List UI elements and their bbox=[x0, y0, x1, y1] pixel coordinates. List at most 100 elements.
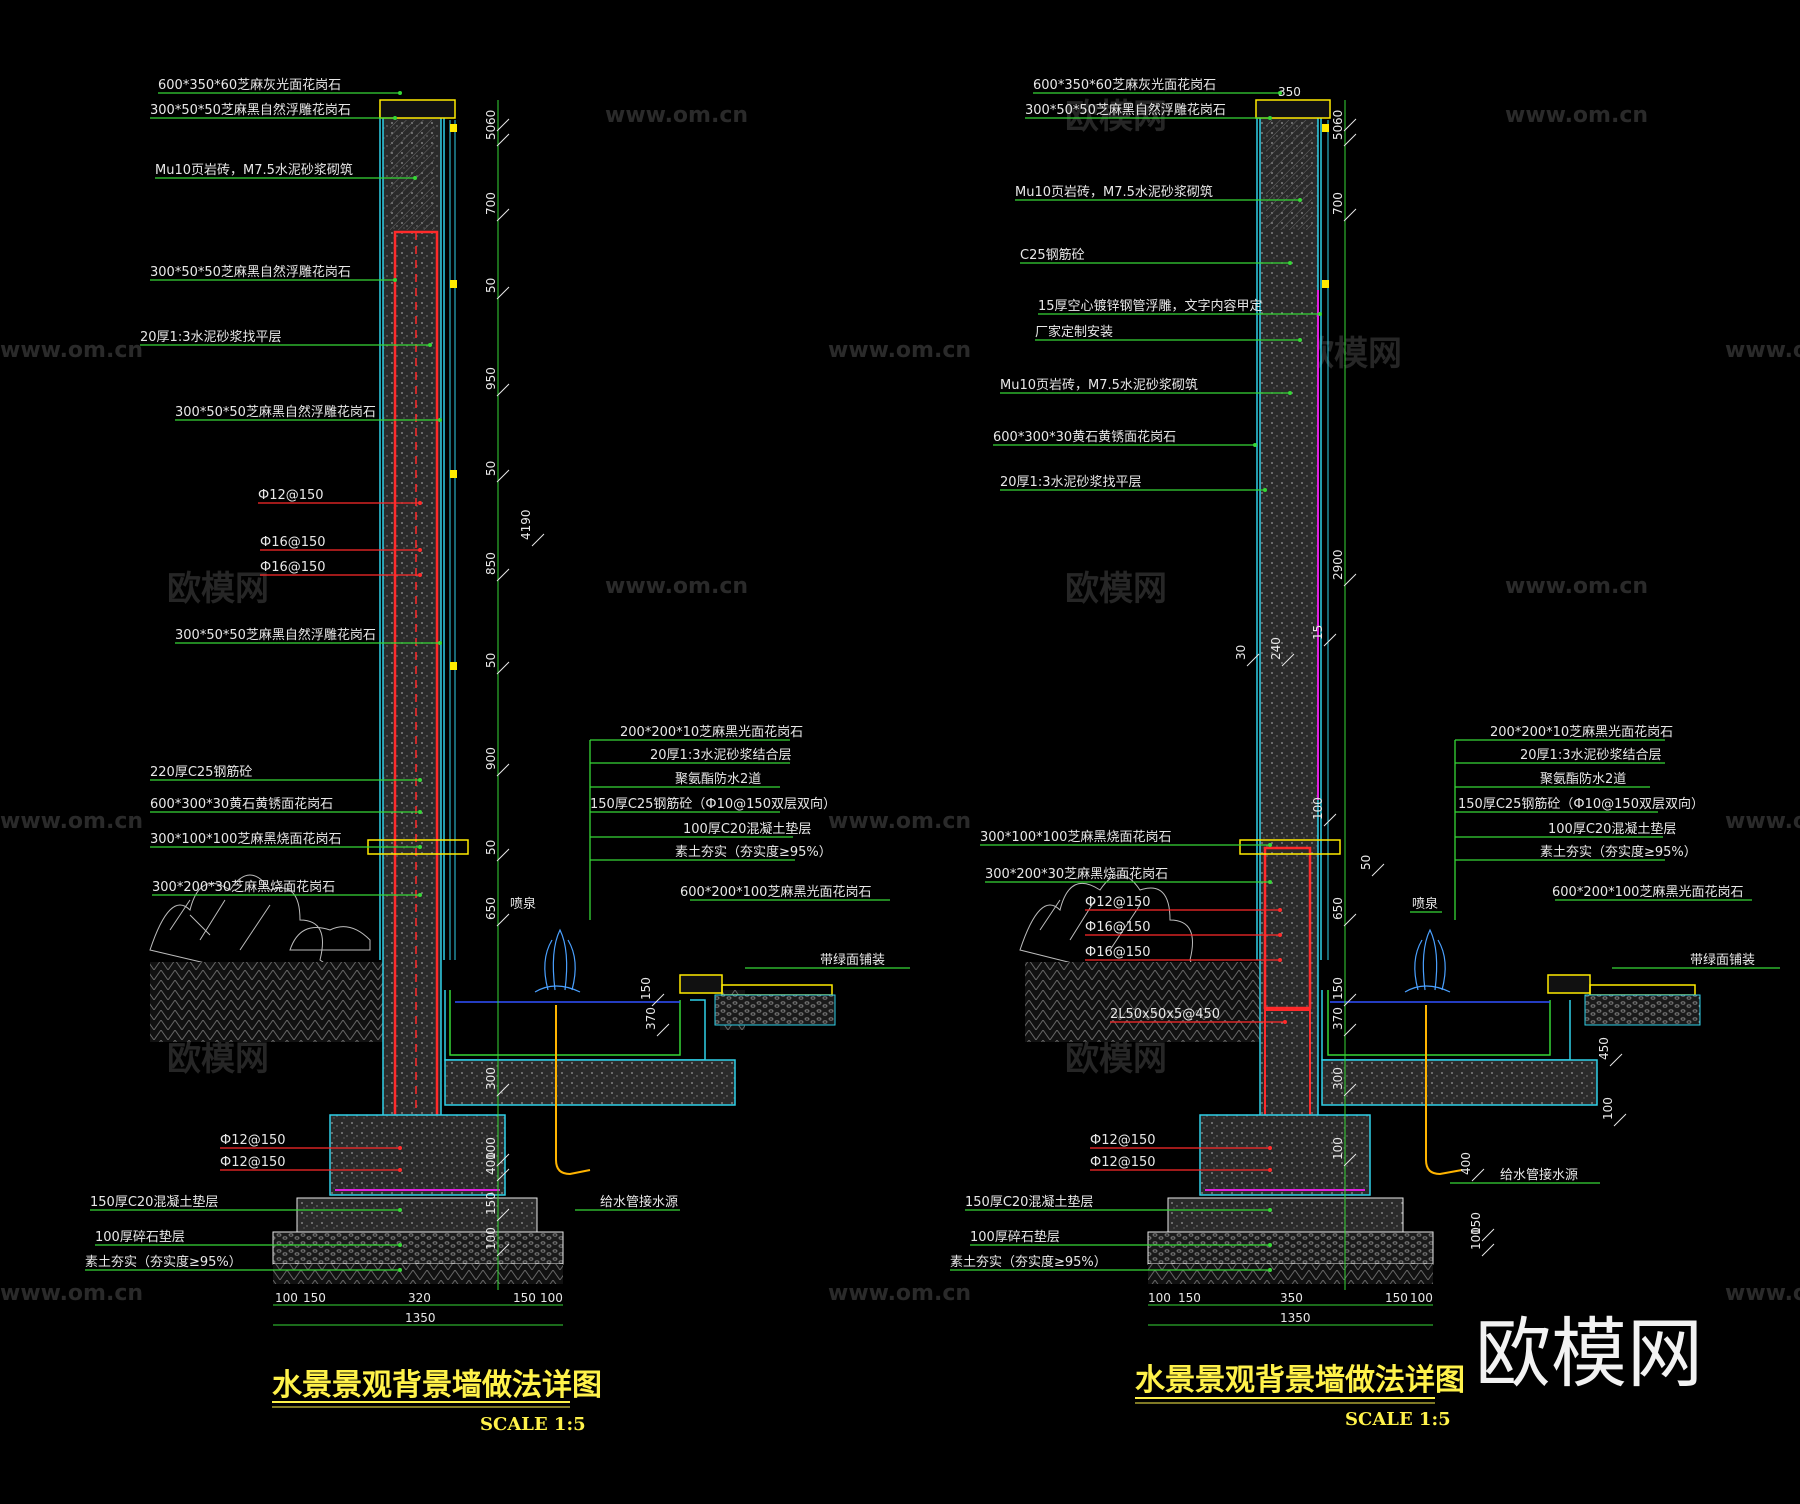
pool-edge-stone bbox=[1547, 974, 1591, 994]
callout-label: Mu10页岩砖，M7.5水泥砂浆砌筑 bbox=[155, 162, 353, 178]
right-label-group: 600*350*60芝麻灰光面花岗石300*50*50芝麻黑自然浮雕花岗石Mu1… bbox=[950, 77, 1322, 1272]
leader-dot bbox=[418, 778, 422, 782]
dimension-tick bbox=[1323, 813, 1337, 827]
supply-pipe bbox=[1425, 1005, 1463, 1176]
dimension-value: 100 bbox=[484, 1137, 498, 1160]
dimension-tick bbox=[1343, 1083, 1357, 1097]
leader-dot bbox=[1268, 1268, 1272, 1272]
dimension-value: 240 bbox=[1269, 637, 1283, 660]
callout-label: 给水管接水源 bbox=[1500, 1167, 1578, 1183]
dimension-value: 150 bbox=[1178, 1291, 1201, 1305]
dimension-tick bbox=[1343, 1153, 1357, 1167]
watermark-url: www.om.cn bbox=[1505, 574, 1648, 599]
dimension-value: 50 bbox=[484, 125, 498, 140]
dimension-value: 100 bbox=[484, 1227, 498, 1250]
dimension-value: 100 bbox=[1331, 1137, 1345, 1160]
dimension-tick bbox=[496, 913, 510, 927]
dimension-value: 60 bbox=[484, 110, 498, 125]
dimension-value: 900 bbox=[484, 747, 498, 770]
leader-dot bbox=[1268, 116, 1272, 120]
dimension-value: 650 bbox=[1331, 897, 1345, 920]
dimension-tick bbox=[1343, 118, 1357, 132]
gravel-cushion bbox=[272, 1231, 564, 1265]
leader-dot bbox=[398, 1268, 402, 1272]
dimension-value: 700 bbox=[1331, 192, 1345, 215]
relief-stone-strips bbox=[1322, 124, 1329, 288]
dimension-tick bbox=[496, 763, 510, 777]
callout-label: Ф16@150 bbox=[260, 560, 326, 575]
soil-ground bbox=[1025, 962, 1260, 1042]
callout-label: 100厚碎石垫层 bbox=[95, 1229, 185, 1245]
leader-dot bbox=[428, 343, 432, 347]
dimension-tick bbox=[496, 1243, 510, 1257]
dimension-tick bbox=[1481, 1228, 1495, 1242]
brand-logo: 欧模网 bbox=[1475, 1309, 1703, 1398]
dimension-tick bbox=[496, 383, 510, 397]
watermark-cn: 欧模网 bbox=[1065, 569, 1167, 609]
left-title: 水景景观背景墙做法详图 bbox=[272, 1368, 602, 1403]
dimension-value: 150 bbox=[1385, 1291, 1408, 1305]
callout-label: 300*50*50芝麻黑自然浮雕花岗石 bbox=[175, 404, 376, 420]
watermark-cn: 欧模网 bbox=[167, 1039, 269, 1079]
dimension-value: 350 bbox=[1280, 1291, 1303, 1305]
leader-dot bbox=[418, 573, 422, 577]
callout-label: 300*200*30芝麻黑烧面花岗石 bbox=[985, 866, 1168, 882]
callout-label: 15厚空心镀锌钢管浮雕，文字内容甲定 bbox=[1038, 298, 1263, 314]
callout-label: Mu10页岩砖，M7.5水泥砂浆砌筑 bbox=[1015, 184, 1213, 200]
dimension-value: 100 bbox=[1148, 1291, 1171, 1305]
dimension-value: 1350 bbox=[405, 1311, 436, 1325]
watermark-url: www.om.cn bbox=[0, 338, 143, 363]
callout-label: 带绿面铺装 bbox=[820, 953, 885, 968]
callout-label: 100厚C20混凝土垫层 bbox=[683, 821, 811, 837]
callout-label: 20厚1:3水泥砂浆结合层 bbox=[1520, 748, 1661, 763]
dimension-value: 50 bbox=[1331, 125, 1345, 140]
dimension-value: 50 bbox=[484, 461, 498, 476]
leader-dot bbox=[398, 1168, 402, 1172]
callout-label: 300*100*100芝麻黑烧面花岗石 bbox=[150, 831, 341, 847]
compacted-soil bbox=[1148, 1264, 1433, 1284]
callout-label: Ф16@150 bbox=[1085, 945, 1151, 960]
dimension-value: 4190 bbox=[519, 509, 533, 540]
watermark-url: www.om.cn bbox=[605, 574, 748, 599]
dimension-tick bbox=[1371, 863, 1385, 877]
leader-dot bbox=[418, 845, 422, 849]
dimension-tick bbox=[1343, 573, 1357, 587]
callout-label: 喷泉 bbox=[510, 896, 536, 912]
brick-cap bbox=[1266, 120, 1312, 230]
leader-dot bbox=[1263, 488, 1267, 492]
callout-label: 给水管接水源 bbox=[600, 1194, 678, 1210]
dimension-value: 450 bbox=[1597, 1037, 1611, 1060]
callout-label: Ф12@150 bbox=[1090, 1133, 1156, 1148]
gravel-cushion bbox=[1147, 1231, 1434, 1265]
callout-label: Ф16@150 bbox=[1085, 920, 1151, 935]
dimension-value: 950 bbox=[484, 367, 498, 390]
callout-label: 300*50*50芝麻黑自然浮雕花岗石 bbox=[1025, 102, 1226, 118]
compacted-soil bbox=[273, 1264, 563, 1284]
left-dimension-group: 6050700509505085050419090050650150370300… bbox=[273, 100, 670, 1326]
callout-label: 聚氨酯防水2道 bbox=[675, 771, 761, 787]
dimension-tick bbox=[496, 208, 510, 222]
callout-label: 喷泉 bbox=[1412, 896, 1438, 912]
leader-dot bbox=[1288, 261, 1292, 265]
callout-label: Ф16@150 bbox=[260, 535, 326, 550]
dimension-value: 370 bbox=[644, 1007, 658, 1030]
callout-label: Ф12@150 bbox=[258, 488, 324, 503]
leader-dot bbox=[418, 893, 422, 897]
fountain-jet bbox=[534, 928, 581, 993]
callout-label: 素土夯实（夯实度≥95%） bbox=[950, 1254, 1107, 1270]
callout-label: Ф12@150 bbox=[220, 1133, 286, 1148]
leader-dot bbox=[398, 1243, 402, 1247]
dimension-value: 100 bbox=[1601, 1097, 1615, 1120]
leader-dot bbox=[1268, 1168, 1272, 1172]
leader-dot bbox=[1318, 312, 1322, 316]
callout-label: 素土夯实（夯实度≥95%） bbox=[675, 844, 832, 860]
watermark-cn: 欧模网 bbox=[1065, 1039, 1167, 1079]
dimension-tick bbox=[496, 1083, 510, 1097]
callout-label: 600*200*100芝麻黑光面花岗石 bbox=[680, 884, 871, 900]
dimension-tick bbox=[1323, 633, 1337, 647]
dimension-tick bbox=[1343, 133, 1357, 147]
dimension-value: 650 bbox=[484, 897, 498, 920]
dimension-tick bbox=[1613, 1113, 1627, 1127]
